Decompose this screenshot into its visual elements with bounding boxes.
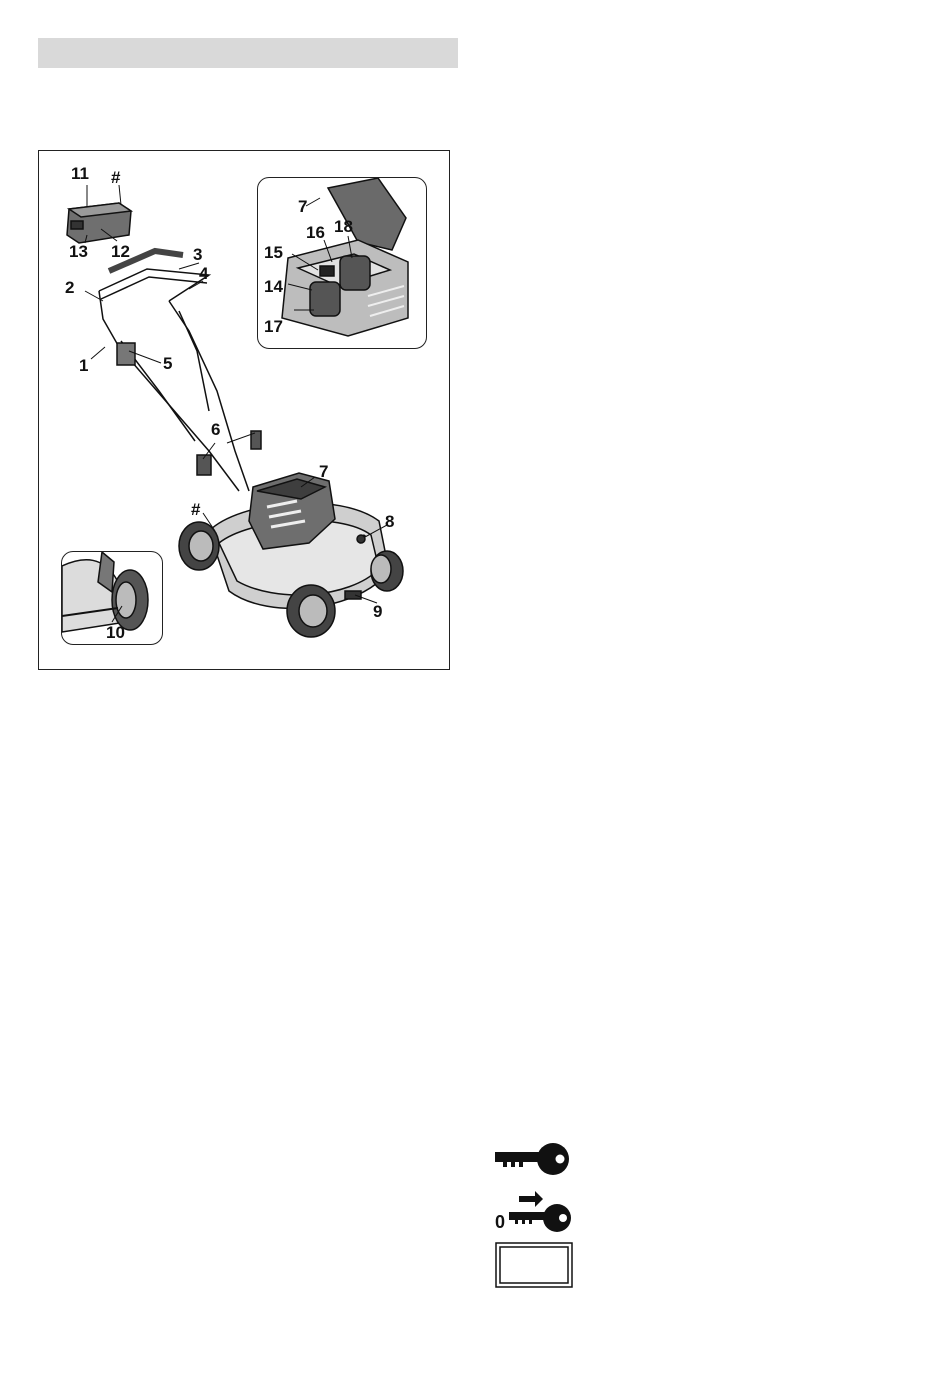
callout-18: 18 — [334, 218, 353, 235]
callout-hash-battery: # — [111, 169, 120, 186]
callout-14: 14 — [264, 278, 283, 295]
callout-4: 4 — [199, 265, 208, 282]
blank-rectangle-icon — [495, 1242, 573, 1288]
callout-10: 10 — [106, 624, 125, 641]
battery-compartment-inset: 7 16 18 15 14 17 — [257, 177, 427, 349]
callout-16: 16 — [306, 224, 325, 241]
callout-17: 17 — [264, 318, 283, 335]
battery-compartment-drawing — [258, 178, 426, 348]
callout-13: 13 — [69, 243, 88, 260]
callout-hash-mower: # — [191, 501, 200, 518]
section-header-bar — [38, 38, 458, 68]
callout-7-main: 7 — [319, 463, 328, 480]
callout-1: 1 — [79, 357, 88, 374]
key-icon — [495, 1142, 575, 1178]
callout-15: 15 — [264, 244, 283, 261]
callout-5: 5 — [163, 355, 172, 372]
callout-6: 6 — [211, 421, 220, 438]
mower-deck-drawing — [179, 473, 403, 637]
callout-2: 2 — [65, 279, 74, 296]
callout-11: 11 — [71, 165, 89, 182]
callout-8: 8 — [385, 513, 394, 530]
key-off-icon: 0 — [495, 1188, 575, 1234]
callout-7-inset: 7 — [298, 198, 307, 215]
lawn-mower-figure: 7 16 18 15 14 17 10 11 # 13 12 3 4 2 1 5… — [38, 150, 450, 670]
callout-3: 3 — [193, 246, 202, 263]
wheel-detail-inset: 10 — [61, 551, 163, 645]
callout-9: 9 — [373, 603, 382, 620]
key-off-digit: 0 — [495, 1212, 505, 1232]
handle-drawing — [99, 251, 261, 491]
battery-pack-drawing — [67, 203, 131, 243]
callout-12: 12 — [111, 243, 130, 260]
